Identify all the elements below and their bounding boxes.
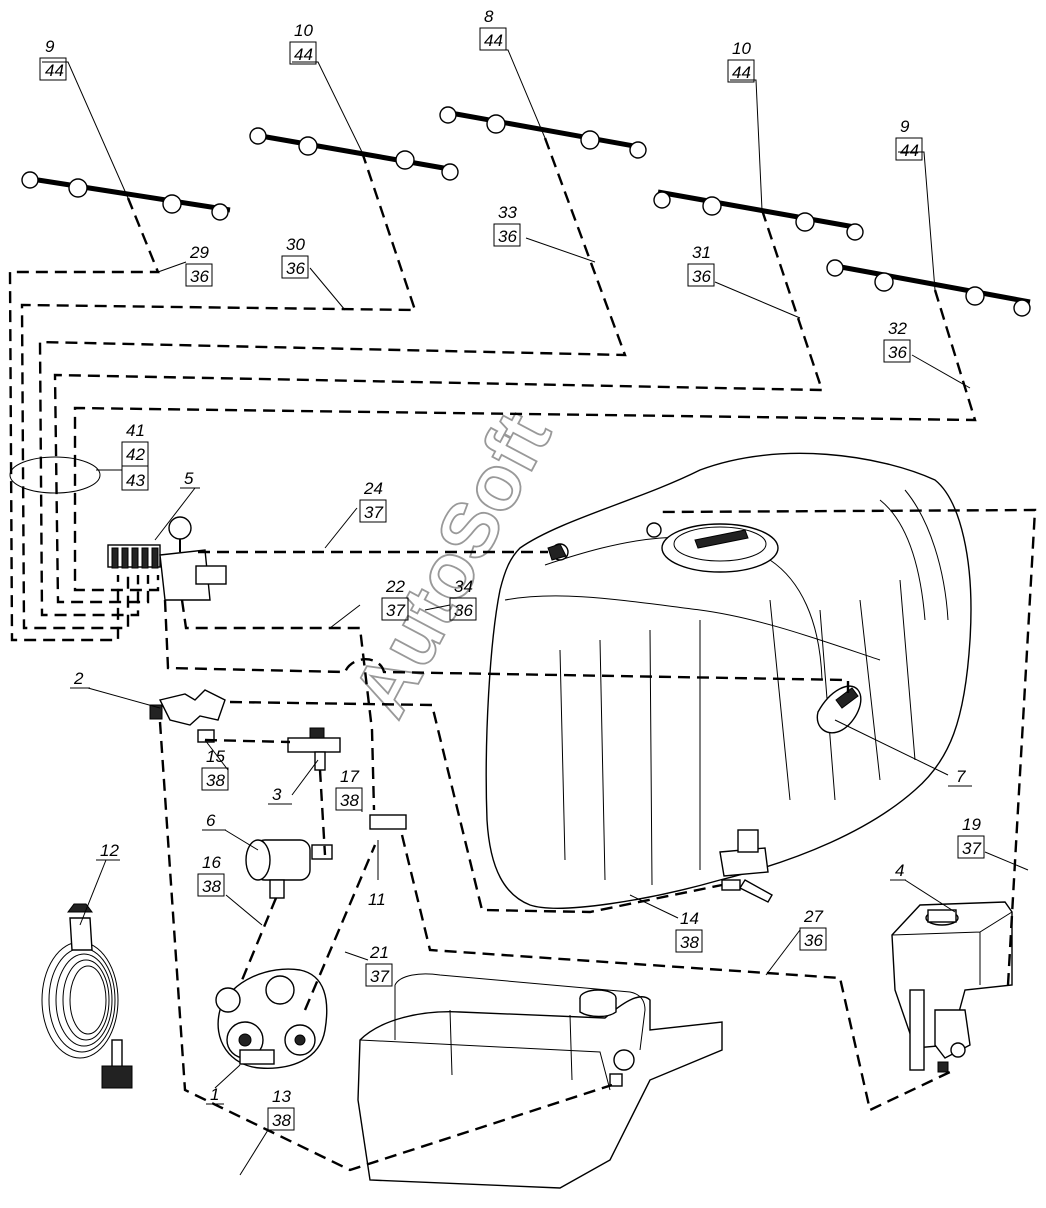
callout-bottom: 36 bbox=[498, 227, 517, 246]
callout-41-42-43: 41 42 43 bbox=[121, 421, 149, 491]
callout-bottom: 36 bbox=[888, 343, 907, 362]
callout-10-44-right: 10 44 bbox=[727, 39, 755, 83]
callout-bottom: 38 bbox=[202, 877, 221, 896]
callout-top: 19 bbox=[962, 815, 981, 834]
callout-top: 16 bbox=[202, 853, 221, 872]
callout-bottom: 38 bbox=[340, 791, 359, 810]
ball-valve bbox=[287, 727, 341, 771]
callout-top: 9 bbox=[900, 117, 910, 136]
callout-bottom: 38 bbox=[206, 771, 225, 790]
callout-top: 32 bbox=[888, 319, 907, 338]
callout-top: 14 bbox=[680, 909, 699, 928]
part-label-2: 2 bbox=[73, 669, 84, 688]
callout-13-38: 13 38 bbox=[267, 1087, 295, 1131]
callout-top: 17 bbox=[340, 767, 359, 786]
callout-31-36: 31 36 bbox=[687, 243, 715, 287]
callout-b: 42 bbox=[126, 445, 145, 464]
hose-coil bbox=[41, 903, 133, 1089]
callout-24-37: 24 37 bbox=[359, 479, 387, 523]
callout-bottom: 38 bbox=[680, 933, 699, 952]
callout-34-36: 34 36 bbox=[449, 577, 477, 621]
callout-top: 13 bbox=[272, 1087, 291, 1106]
callout-9-44-left: 9 44 bbox=[39, 37, 67, 81]
callout-30-36: 30 36 bbox=[281, 235, 309, 279]
callout-bottom: 36 bbox=[804, 931, 823, 950]
callout-bottom: 44 bbox=[732, 63, 751, 82]
callout-19-37: 19 37 bbox=[957, 815, 985, 859]
callout-33-36: 33 36 bbox=[493, 203, 521, 247]
callout-8-44: 8 44 bbox=[479, 7, 507, 51]
part-label-5: 5 bbox=[184, 469, 194, 488]
part-label-1: 1 bbox=[210, 1085, 219, 1104]
callout-16-38: 16 38 bbox=[197, 853, 225, 897]
callout-top: 10 bbox=[732, 39, 751, 58]
three-way-valve bbox=[149, 689, 226, 743]
callout-10-44-left: 10 44 bbox=[289, 21, 317, 65]
callout-top: 31 bbox=[692, 243, 711, 262]
callout-bottom: 44 bbox=[900, 141, 919, 160]
part-label-3: 3 bbox=[272, 785, 282, 804]
callout-top: 30 bbox=[286, 235, 305, 254]
callout-top: 33 bbox=[498, 203, 517, 222]
callout-21-37: 21 37 bbox=[365, 943, 393, 987]
callout-top: 22 bbox=[385, 577, 405, 596]
callout-bottom: 38 bbox=[272, 1111, 291, 1130]
callout-17-38: 17 38 bbox=[335, 767, 363, 811]
leader-lines bbox=[9, 49, 1029, 1176]
callout-32-36: 32 36 bbox=[883, 319, 911, 363]
callout-bottom: 36 bbox=[454, 601, 473, 620]
suction-filter bbox=[245, 839, 333, 899]
callout-top: 8 bbox=[484, 7, 494, 26]
callout-15-38: 15 38 bbox=[201, 747, 229, 791]
boom-section-center bbox=[439, 106, 647, 159]
callout-bottom: 36 bbox=[190, 267, 209, 286]
callout-top: 27 bbox=[803, 907, 823, 926]
part-label-11: 11 bbox=[368, 890, 386, 909]
part-label-4: 4 bbox=[895, 861, 904, 880]
boom-section-center-right bbox=[653, 189, 864, 241]
callout-bottom: 36 bbox=[692, 267, 711, 286]
callout-bottom: 37 bbox=[962, 839, 981, 858]
part-label-7: 7 bbox=[956, 767, 966, 786]
callout-bottom: 44 bbox=[45, 61, 64, 80]
callout-bottom: 44 bbox=[294, 45, 313, 64]
chemical-mixer-tank bbox=[891, 901, 1013, 1073]
callout-top: 34 bbox=[454, 577, 473, 596]
callout-top: 10 bbox=[294, 21, 313, 40]
control-manifold bbox=[107, 516, 227, 601]
callout-bottom: 37 bbox=[370, 967, 389, 986]
callout-27-36: 27 36 bbox=[799, 907, 827, 951]
callout-top: 29 bbox=[189, 243, 209, 262]
part-label-12: 12 bbox=[100, 841, 119, 860]
callout-top: 15 bbox=[206, 747, 225, 766]
callout-22-37: 22 37 bbox=[381, 577, 409, 621]
boom-section-left bbox=[21, 171, 231, 221]
callout-a: 41 bbox=[126, 421, 145, 440]
callout-bottom: 37 bbox=[364, 503, 383, 522]
callout-bottom: 44 bbox=[484, 31, 503, 50]
callout-top: 21 bbox=[369, 943, 389, 962]
callout-29-36: 29 36 bbox=[185, 243, 213, 287]
clean-water-tank bbox=[357, 973, 723, 1189]
callout-top: 24 bbox=[363, 479, 383, 498]
callout-top: 9 bbox=[45, 37, 55, 56]
callout-bottom: 36 bbox=[286, 259, 305, 278]
main-tank bbox=[485, 452, 972, 909]
callout-bottom: 37 bbox=[386, 601, 405, 620]
pump bbox=[215, 968, 328, 1069]
boom-section-right bbox=[826, 259, 1031, 317]
part-label-6: 6 bbox=[206, 811, 216, 830]
boom-section-center-left bbox=[249, 127, 459, 181]
callout-c: 43 bbox=[126, 471, 145, 490]
callout-9-44-right: 9 44 bbox=[895, 117, 923, 161]
callout-14-38: 14 38 bbox=[675, 909, 703, 953]
